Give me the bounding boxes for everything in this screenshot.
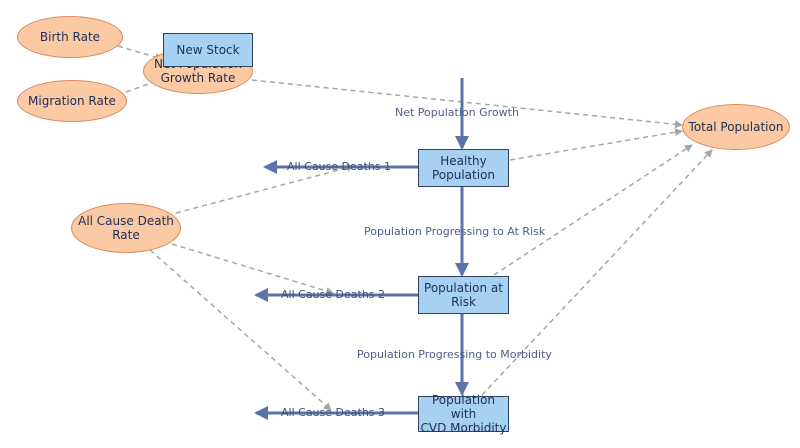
- net-growth-rate-label-2: Growth Rate: [160, 71, 236, 85]
- total-population-label: Total Population: [688, 120, 784, 134]
- all-cause-death-rate-node[interactable]: All Cause Death Rate: [71, 203, 181, 253]
- link-risk-to-total: [493, 144, 693, 276]
- migration-rate-label: Migration Rate: [28, 94, 116, 108]
- flow-label-morbidity[interactable]: Population Progressing to Morbidity: [357, 348, 552, 361]
- flow-label-deaths-1[interactable]: All Cause Deaths 1: [287, 160, 392, 173]
- total-population-node[interactable]: Total Population: [682, 104, 790, 150]
- new-stock-label: New Stock: [176, 43, 240, 57]
- flow-label-at-risk[interactable]: Population Progressing to At Risk: [364, 225, 546, 238]
- link-deathrate-to-deaths3: [149, 249, 332, 411]
- link-deathrate-to-deaths1: [175, 163, 355, 214]
- healthy-population-label-1: Healthy: [440, 154, 487, 168]
- link-deathrate-to-deaths2: [171, 243, 334, 295]
- birth-rate-node[interactable]: Birth Rate: [17, 16, 123, 58]
- birth-rate-label: Birth Rate: [39, 30, 101, 44]
- population-cvd-label-1: Population with: [431, 393, 496, 421]
- population-cvd-stock[interactable]: Population with CVD Morbidity: [418, 393, 509, 435]
- flow-label-deaths-3[interactable]: All Cause Deaths 3: [281, 406, 386, 419]
- death-rate-label-2: Rate: [112, 228, 140, 242]
- migration-rate-node[interactable]: Migration Rate: [17, 80, 127, 122]
- flow-label-deaths-2[interactable]: All Cause Deaths 2: [281, 288, 386, 301]
- death-rate-label-1: All Cause Death: [78, 214, 174, 228]
- population-at-risk-stock[interactable]: Population at Risk: [418, 276, 509, 314]
- flow-label-net-growth[interactable]: Net Population Growth: [395, 106, 519, 119]
- new-stock-node[interactable]: New Stock: [163, 33, 253, 67]
- healthy-population-label-2: Population: [431, 168, 496, 182]
- population-at-risk-label-2: Risk: [451, 295, 476, 309]
- healthy-population-stock[interactable]: Healthy Population: [418, 149, 509, 187]
- population-cvd-label-2: CVD Morbidity: [420, 421, 507, 435]
- link-healthy-to-total: [509, 128, 683, 161]
- population-at-risk-label-1: Population at: [424, 281, 503, 295]
- link-growth-to-total: [251, 79, 683, 129]
- link-cvd-to-total: [481, 149, 713, 396]
